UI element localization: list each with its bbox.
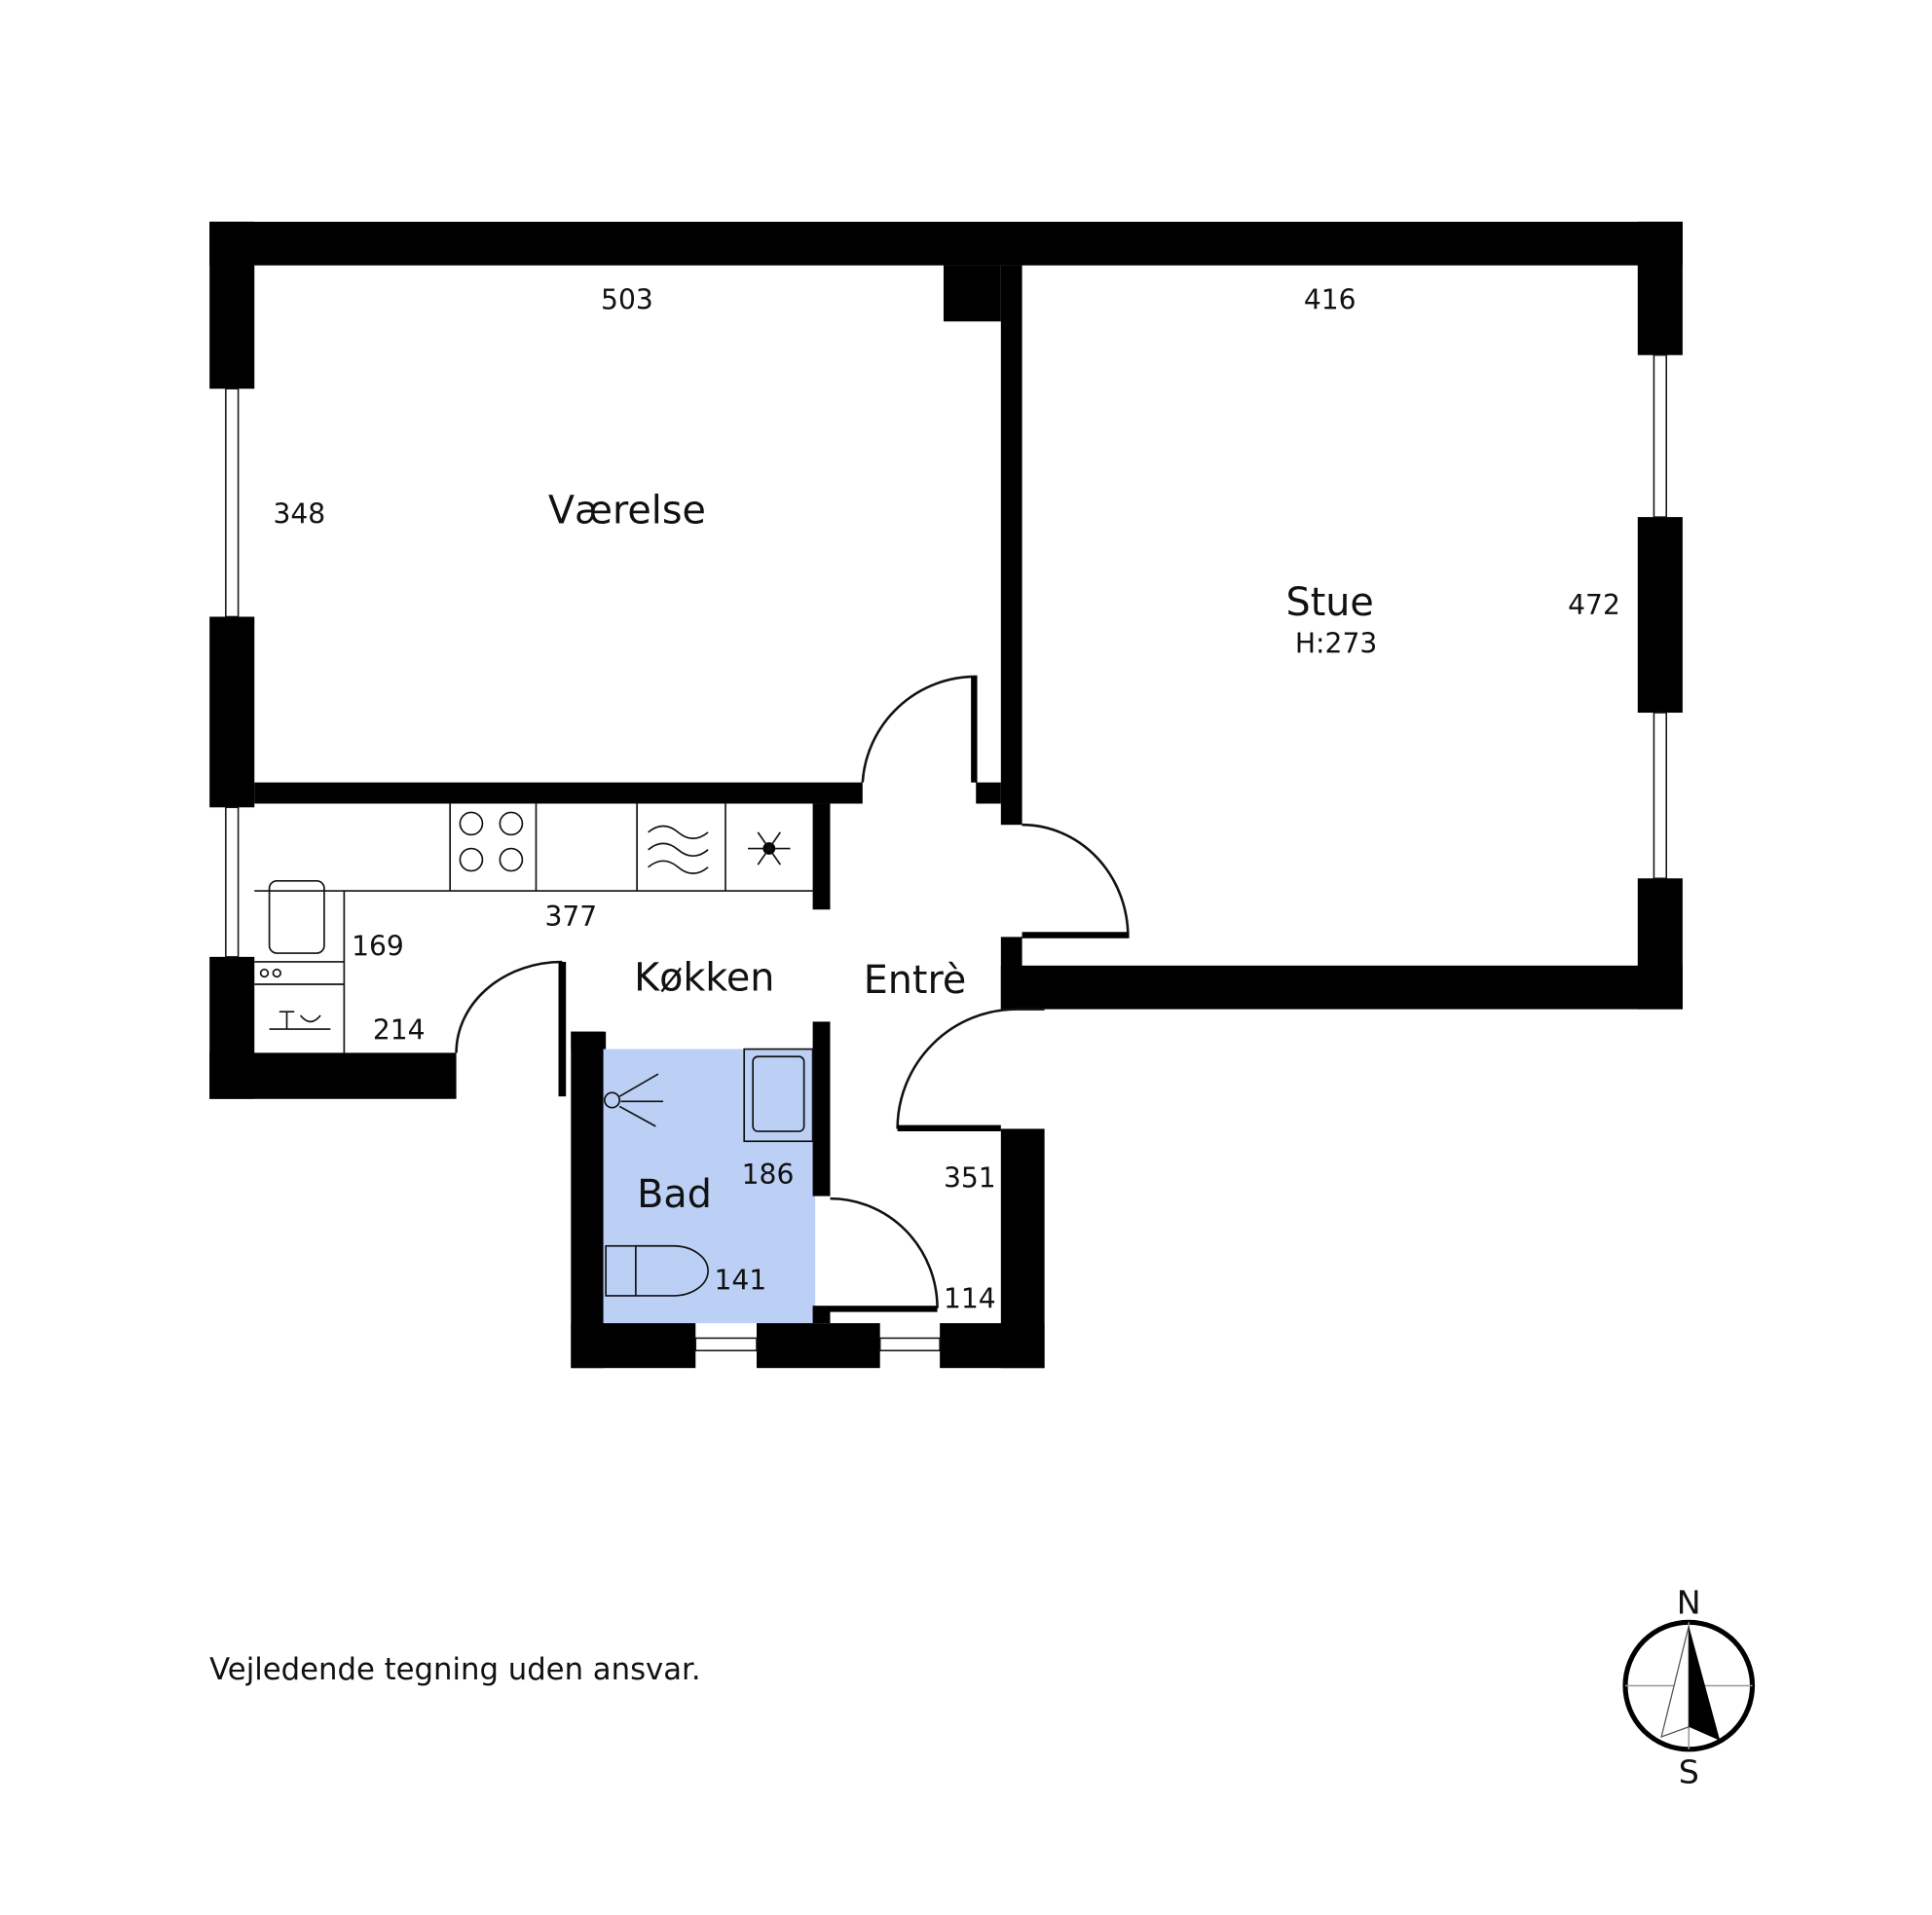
- kokken-depth-b: 214: [373, 1013, 426, 1046]
- entre-width: 114: [944, 1283, 996, 1315]
- room-label-kokken: Køkken: [634, 955, 774, 1000]
- room-label-vaerelse: Værelse: [548, 489, 706, 534]
- dishwasher-icon: [259, 968, 331, 1030]
- compass-south: S: [1679, 1752, 1699, 1790]
- vaerelse-depth: 348: [273, 498, 325, 531]
- freezer-icon: [748, 831, 791, 865]
- disclaimer: Vejledende tegning uden ansvar.: [209, 1652, 700, 1687]
- oven-icon: [648, 825, 709, 874]
- kitchen-fixtures: [254, 803, 813, 1053]
- stue-ceiling-height: H:273: [1295, 628, 1377, 660]
- windows: [225, 353, 1667, 1352]
- sink-icon: [268, 879, 325, 954]
- compass-icon: N S: [1622, 1583, 1756, 1790]
- bad-width: 141: [715, 1265, 767, 1297]
- entre-length: 351: [944, 1162, 996, 1195]
- compass-north: N: [1677, 1583, 1701, 1621]
- kokken-length: 377: [544, 901, 597, 933]
- room-label-bad: Bad: [637, 1172, 712, 1217]
- walls: [209, 221, 1683, 1369]
- room-label-stue: Stue: [1286, 580, 1374, 625]
- stove-icon: [459, 811, 524, 872]
- bathroom-floor: [603, 1049, 816, 1324]
- room-label-entre: Entrè: [864, 958, 967, 1003]
- vaerelse-width: 503: [601, 283, 653, 315]
- bathroom-fixtures: [604, 1048, 814, 1297]
- shower-icon: [604, 1073, 664, 1127]
- stue-width: 416: [1304, 283, 1356, 315]
- doors: [455, 675, 1130, 1312]
- toilet-icon: [605, 1244, 709, 1297]
- kokken-depth-a: 169: [352, 931, 404, 963]
- labels: 503 348 Værelse 416 Stue H:273 472 377 1…: [209, 283, 1620, 1687]
- bad-length: 186: [742, 1159, 795, 1191]
- washbasin-icon: [743, 1048, 814, 1143]
- stue-depth: 472: [1568, 589, 1620, 621]
